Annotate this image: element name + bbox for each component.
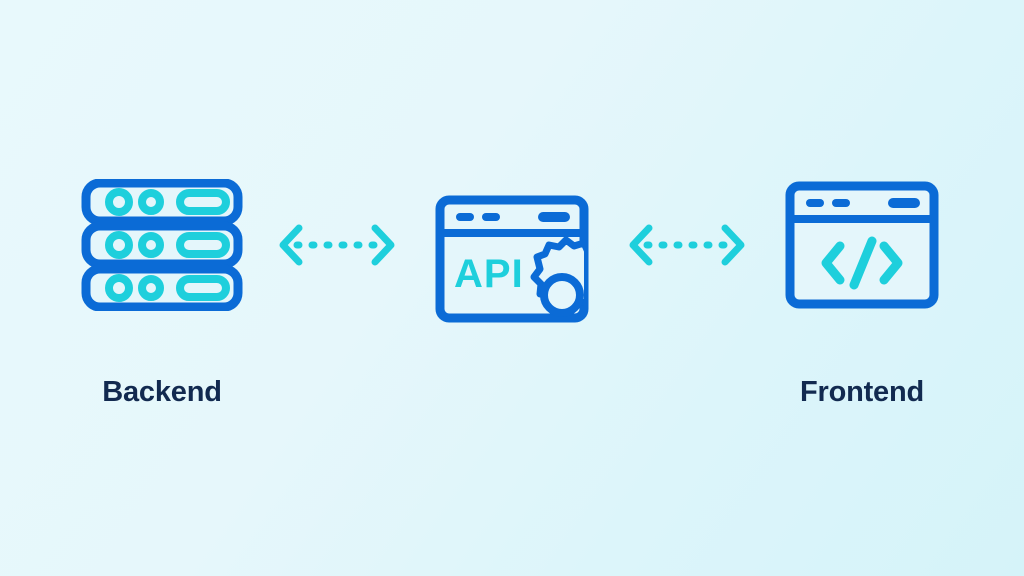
server-stack-icon: [81, 170, 243, 320]
node-api[interactable]: API: [397, 184, 627, 392]
api-text: API: [454, 252, 524, 296]
node-label-frontend: Frontend: [799, 375, 925, 408]
connector-backend-api: [277, 170, 397, 320]
code-browser-icon: [784, 170, 940, 320]
node-label-backend: Backend: [102, 375, 222, 408]
connector-api-frontend: [627, 170, 747, 320]
node-backend[interactable]: Backend: [47, 170, 277, 407]
api-browser-gear-icon: API: [434, 184, 590, 334]
node-frontend[interactable]: Frontend: [747, 170, 977, 407]
